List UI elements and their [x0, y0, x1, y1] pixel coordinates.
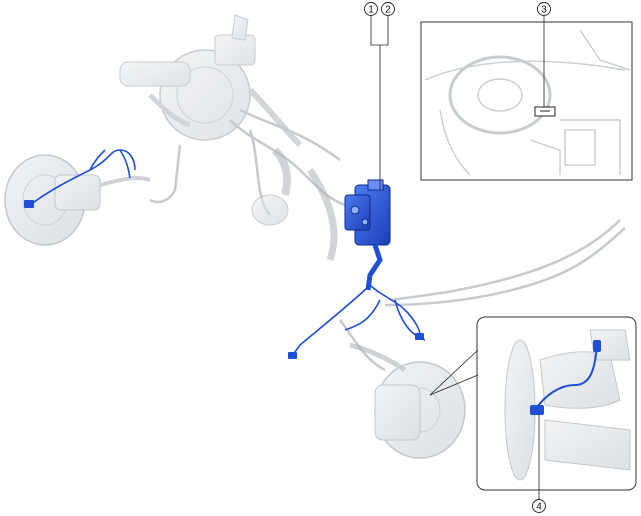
front-right-disc	[349, 342, 466, 459]
inset-leader-lines	[429, 349, 479, 396]
callout-3-label: 3	[541, 5, 547, 16]
callout-3: 3	[537, 2, 551, 107]
callout-1-2-leader	[370, 16, 389, 190]
brake-pipes	[149, 108, 626, 372]
connectors	[24, 200, 424, 359]
callout-4-label: 4	[536, 502, 542, 513]
rear-left-hub	[4, 154, 151, 246]
inset-dashboard	[420, 21, 633, 181]
callout-1: 1	[364, 2, 378, 16]
front-strut	[251, 147, 338, 262]
callout-2: 2	[381, 2, 395, 16]
abs-hydraulic-unit	[344, 179, 391, 291]
callout-2-label: 2	[385, 5, 391, 16]
brake-booster	[119, 14, 303, 148]
callout-1-label: 1	[368, 5, 374, 16]
wheel-speed-sensor-harness	[29, 149, 426, 357]
inset-front-sensor	[476, 316, 637, 491]
callout-4: 4	[532, 414, 546, 513]
